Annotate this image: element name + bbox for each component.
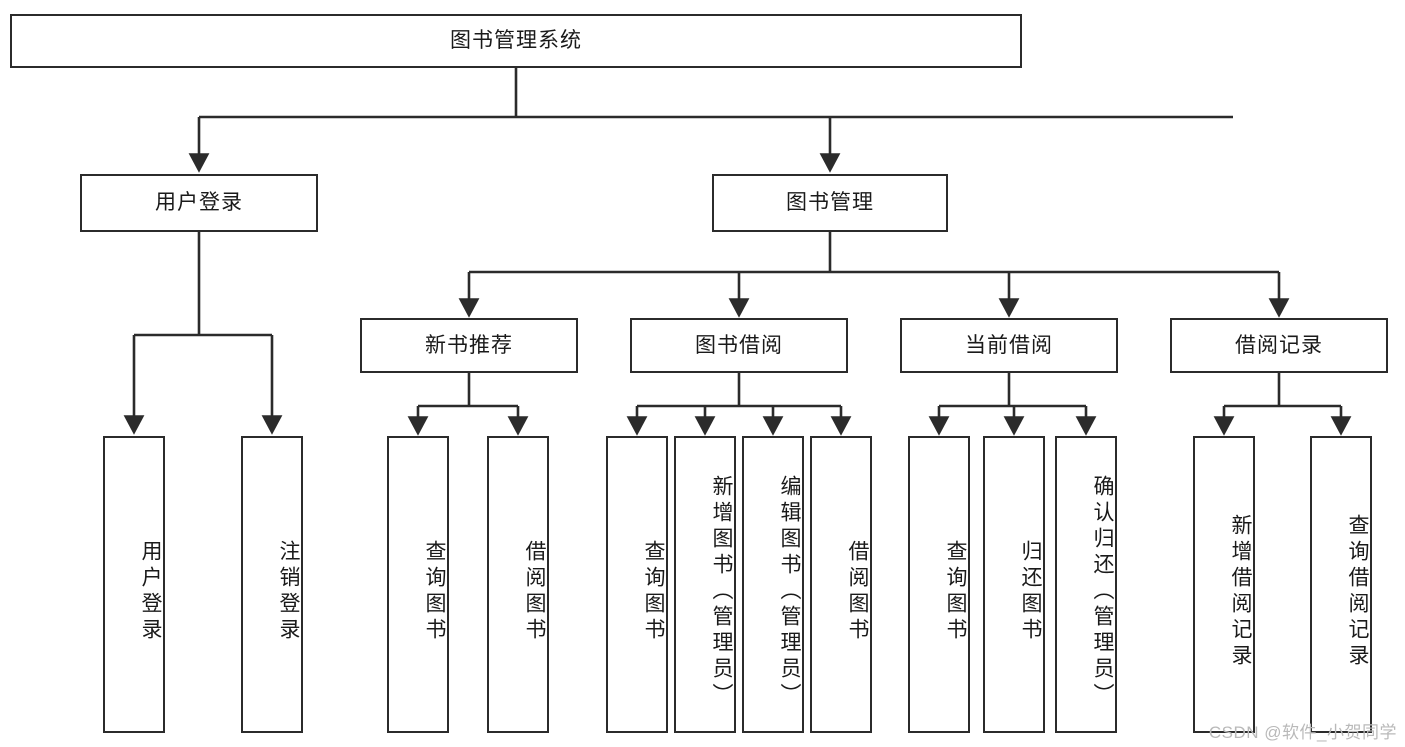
leaf-logout-label: 注销登录: [277, 539, 300, 644]
node-borrow-record-label: 借阅记录: [1235, 333, 1323, 357]
leaf-edit-book-admin[interactable]: 编辑图书（管理员）: [742, 436, 804, 733]
node-root-label: 图书管理系统: [450, 29, 582, 53]
leaf-logout[interactable]: 注销登录: [241, 436, 303, 733]
leaf-return-book-label: 归还图书: [1019, 539, 1042, 644]
leaf-query-book-borrow[interactable]: 查询图书: [606, 436, 668, 733]
leaf-return-book[interactable]: 归还图书: [983, 436, 1045, 733]
leaf-query-borrow-record[interactable]: 查询借阅记录: [1310, 436, 1372, 733]
node-book-management-label: 图书管理: [786, 191, 874, 215]
leaf-query-book-current[interactable]: 查询图书: [908, 436, 970, 733]
node-root[interactable]: 图书管理系统: [10, 14, 1022, 68]
node-book-borrow-label: 图书借阅: [695, 333, 783, 357]
node-book-management[interactable]: 图书管理: [712, 174, 948, 232]
leaf-add-borrow-record-label: 新增借阅记录: [1229, 513, 1252, 670]
leaf-borrow-book-recommend[interactable]: 借阅图书: [487, 436, 549, 733]
node-user-login-label: 用户登录: [155, 191, 243, 215]
leaf-add-borrow-record[interactable]: 新增借阅记录: [1193, 436, 1255, 733]
leaf-borrow-book-label: 借阅图书: [846, 539, 869, 644]
leaf-borrow-book[interactable]: 借阅图书: [810, 436, 872, 733]
node-new-book-recommend[interactable]: 新书推荐: [360, 318, 578, 373]
leaf-query-book-recommend[interactable]: 查询图书: [387, 436, 449, 733]
leaf-borrow-book-recommend-label: 借阅图书: [523, 539, 546, 644]
node-book-borrow[interactable]: 图书借阅: [630, 318, 848, 373]
leaf-query-borrow-record-label: 查询借阅记录: [1346, 513, 1369, 670]
node-new-book-recommend-label: 新书推荐: [425, 333, 513, 357]
leaf-add-book-admin-label: 新增图书（管理员）: [710, 474, 733, 709]
leaf-confirm-return-admin[interactable]: 确认归还（管理员）: [1055, 436, 1117, 733]
leaf-query-book-recommend-label: 查询图书: [423, 539, 446, 644]
node-borrow-record[interactable]: 借阅记录: [1170, 318, 1388, 373]
leaf-user-login-label: 用户登录: [139, 539, 162, 644]
leaf-add-book-admin[interactable]: 新增图书（管理员）: [674, 436, 736, 733]
leaf-confirm-return-admin-label: 确认归还（管理员）: [1091, 474, 1114, 709]
leaf-query-book-current-label: 查询图书: [944, 539, 967, 644]
leaf-edit-book-admin-label: 编辑图书（管理员）: [778, 474, 801, 709]
node-current-borrow[interactable]: 当前借阅: [900, 318, 1118, 373]
leaf-user-login[interactable]: 用户登录: [103, 436, 165, 733]
leaf-query-book-borrow-label: 查询图书: [642, 539, 665, 644]
node-user-login[interactable]: 用户登录: [80, 174, 318, 232]
node-current-borrow-label: 当前借阅: [965, 333, 1053, 357]
watermark-text: CSDN @软件_小贺同学: [1208, 723, 1397, 742]
